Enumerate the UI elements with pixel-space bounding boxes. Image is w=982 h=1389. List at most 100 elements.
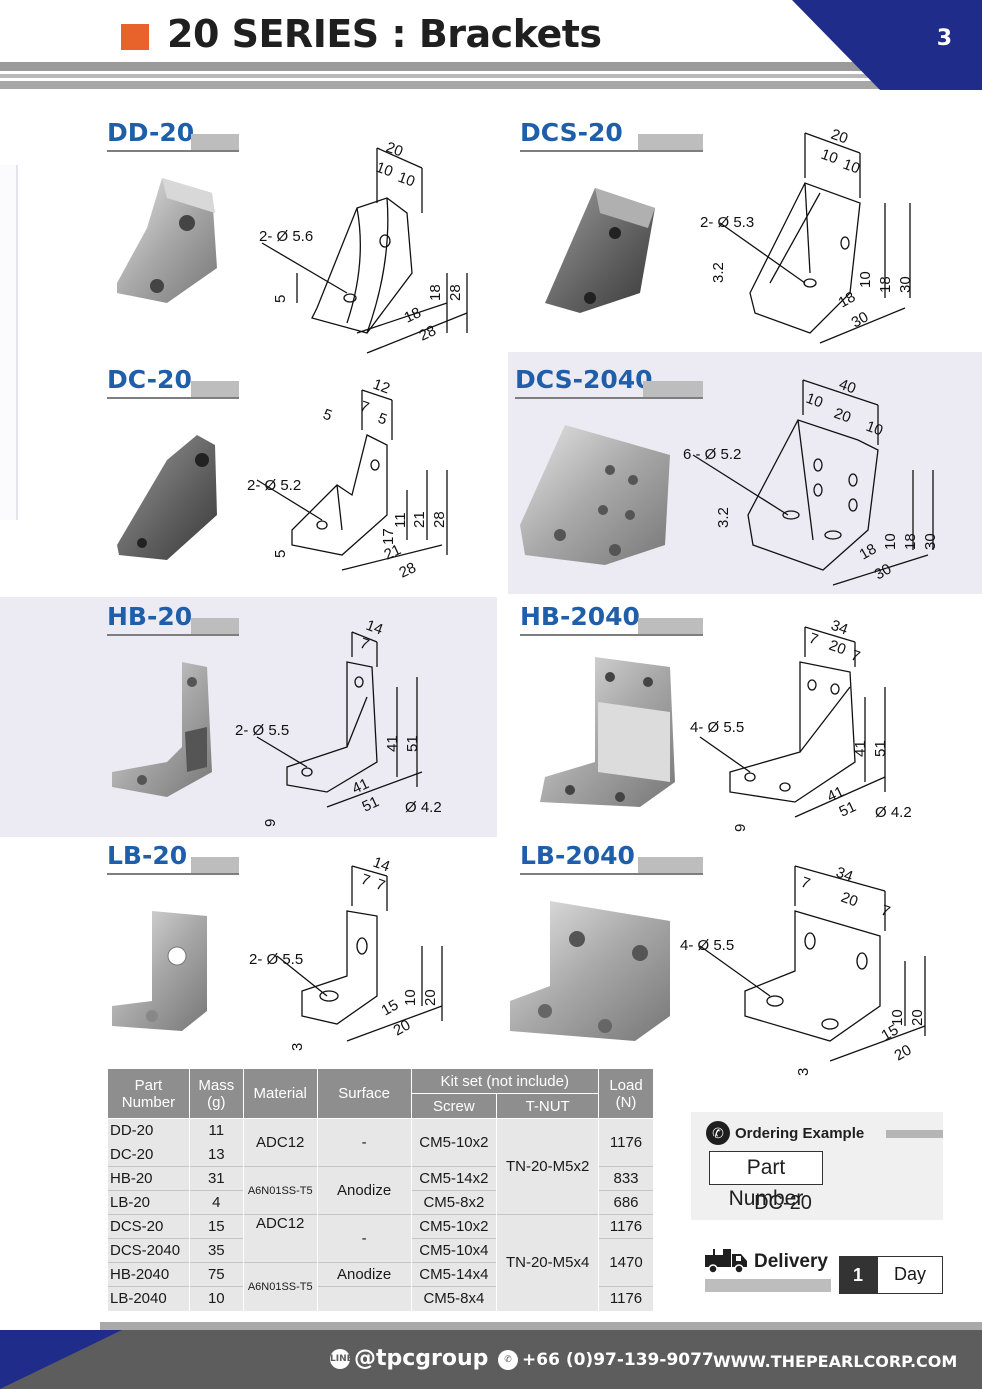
- svg-text:2- Ø 5.2: 2- Ø 5.2: [247, 477, 301, 494]
- footer-line[interactable]: LINE@tpcgroup: [330, 1346, 488, 1371]
- svg-text:51: 51: [360, 793, 382, 815]
- svg-text:40: 40: [837, 376, 858, 398]
- svg-text:3.2: 3.2: [715, 507, 732, 528]
- svg-text:28: 28: [417, 322, 439, 344]
- svg-text:7: 7: [799, 874, 813, 893]
- svg-text:18: 18: [877, 276, 894, 293]
- svg-text:51: 51: [872, 740, 889, 757]
- svg-text:20: 20: [832, 405, 853, 427]
- svg-text:20: 20: [384, 139, 405, 161]
- svg-text:5: 5: [376, 410, 390, 429]
- product-photo: [112, 911, 207, 1031]
- svg-text:14: 14: [364, 617, 385, 639]
- col-header-load: Load (N): [598, 1068, 654, 1119]
- dimension-drawing: 34 7 20 7 4- Ø 5.5 41 51 9 41 51 Ø 4.2: [690, 617, 912, 832]
- product-name: DD-20: [107, 118, 195, 147]
- svg-text:10: 10: [889, 1009, 906, 1026]
- footer-phone[interactable]: ✆+66 (0)97-139-9077: [498, 1350, 714, 1370]
- svg-text:30: 30: [897, 276, 914, 293]
- svg-text:41: 41: [825, 783, 847, 805]
- product-photo: [540, 657, 675, 807]
- svg-text:7: 7: [879, 902, 893, 921]
- title-bar: [638, 618, 703, 634]
- svg-text:4- Ø 5.5: 4- Ø 5.5: [690, 719, 744, 736]
- svg-text:14: 14: [371, 854, 392, 876]
- ordering-title: Ordering Example: [735, 1125, 865, 1142]
- svg-text:10: 10: [864, 418, 885, 440]
- dimension-drawing: 14 7 7 2- Ø 5.5 10 20 3 15 20: [249, 854, 443, 1051]
- dimension-drawing: 20 10 10 2- Ø 5.3 3.2 10 18 30 18 30: [700, 126, 914, 344]
- table-row: HB-20 31 A6N01SS-T5 Anodize CM5-14x2 833: [107, 1166, 654, 1215]
- title-bar: [643, 381, 703, 397]
- table-row: DC-20 13: [107, 1142, 654, 1167]
- product-name: LB-20: [107, 841, 188, 870]
- dimension-drawing: 34 7 20 7 4- Ø 5.5 10 20 3 15 20: [680, 864, 926, 1076]
- table-row: DCS-2040 35 CM5-10x4 1470: [107, 1238, 654, 1287]
- svg-text:2- Ø 5.5: 2- Ø 5.5: [235, 722, 289, 739]
- page-number: 3: [936, 26, 952, 51]
- title-underline: [515, 397, 703, 399]
- header-rule: [0, 62, 900, 71]
- svg-text:7: 7: [359, 871, 373, 890]
- product-photo: [520, 425, 670, 565]
- svg-text:41: 41: [384, 735, 401, 752]
- svg-text:20: 20: [892, 1041, 915, 1064]
- svg-text:5: 5: [272, 295, 289, 303]
- svg-text:2- Ø 5.6: 2- Ø 5.6: [259, 228, 313, 245]
- svg-text:28: 28: [397, 559, 419, 581]
- svg-text:10: 10: [882, 533, 899, 550]
- svg-text:21: 21: [411, 511, 428, 528]
- product-dc-20: DC-20 12 5 7 5 2- Ø 5.2 5 11 17 21 28 21…: [107, 365, 547, 600]
- table-row: DD-20 11 ADC12 - CM5-10x2 TN-20-M5x2 117…: [107, 1118, 654, 1215]
- side-tab: [0, 165, 18, 520]
- product-name: HB-2040: [520, 602, 640, 631]
- part-number-label: Part Number: [709, 1151, 823, 1210]
- title-bar: [886, 1130, 943, 1138]
- svg-text:10: 10: [804, 390, 825, 412]
- title-underline: [520, 150, 703, 152]
- table-row: LB-20 4 CM5-8x2 686: [107, 1190, 654, 1215]
- svg-text:10: 10: [841, 156, 862, 178]
- svg-text:20: 20: [829, 126, 850, 148]
- page-title: 20 SERIES : Brackets: [167, 12, 602, 56]
- svg-text:9: 9: [262, 819, 279, 827]
- line-id: @tpcgroup: [354, 1346, 489, 1371]
- title-underline: [107, 634, 239, 636]
- product-photo: [510, 901, 670, 1041]
- footer-rule: [100, 1322, 982, 1330]
- svg-text:15: 15: [879, 1021, 902, 1044]
- svg-text:7: 7: [358, 635, 372, 654]
- svg-text:17: 17: [380, 528, 397, 545]
- svg-text:4- Ø 5.5: 4- Ø 5.5: [680, 937, 734, 954]
- footer-website[interactable]: WWW.THEPEARLCORP.COM: [713, 1352, 958, 1371]
- svg-text:10: 10: [374, 159, 395, 181]
- svg-text:20: 20: [827, 637, 848, 659]
- svg-text:10: 10: [402, 989, 419, 1006]
- col-header-material: Material: [242, 1068, 318, 1119]
- ordering-example: ✆ Ordering Example Part Number DC-20: [691, 1112, 943, 1220]
- svg-text:20: 20: [839, 889, 860, 911]
- svg-text:2- Ø 5.5: 2- Ø 5.5: [249, 951, 303, 968]
- title-underline: [107, 397, 239, 399]
- svg-text:Ø 4.2: Ø 4.2: [405, 799, 442, 816]
- svg-text:41: 41: [852, 740, 869, 757]
- product-hb-20: HB-20 14 7 2- Ø 5.5 41 51 9 41 51 Ø 4.2: [107, 602, 547, 837]
- title-bar: [638, 134, 703, 150]
- svg-text:7: 7: [849, 647, 863, 666]
- col-header-part: Part Number: [107, 1068, 190, 1119]
- footer-bar: [0, 1330, 982, 1389]
- col-header-kit: Kit set (not include): [410, 1068, 600, 1094]
- svg-text:28: 28: [431, 511, 448, 528]
- delivery-label: Delivery: [754, 1251, 828, 1272]
- svg-text:7: 7: [807, 630, 821, 649]
- spec-table: Part Number Mass (g) Material Surface Ki…: [107, 1068, 654, 1311]
- col-header-screw: Screw: [410, 1093, 498, 1119]
- svg-text:7: 7: [374, 876, 388, 895]
- svg-text:21: 21: [382, 541, 404, 563]
- svg-text:20: 20: [391, 1016, 414, 1039]
- svg-text:20: 20: [909, 1009, 926, 1026]
- header-rule: [0, 81, 900, 89]
- phone-icon: ✆: [706, 1121, 730, 1145]
- product-dd-20: DD-20 20 10 10 2- Ø 5.6 5 18 28 18 28: [107, 118, 547, 354]
- svg-text:30: 30: [849, 308, 872, 331]
